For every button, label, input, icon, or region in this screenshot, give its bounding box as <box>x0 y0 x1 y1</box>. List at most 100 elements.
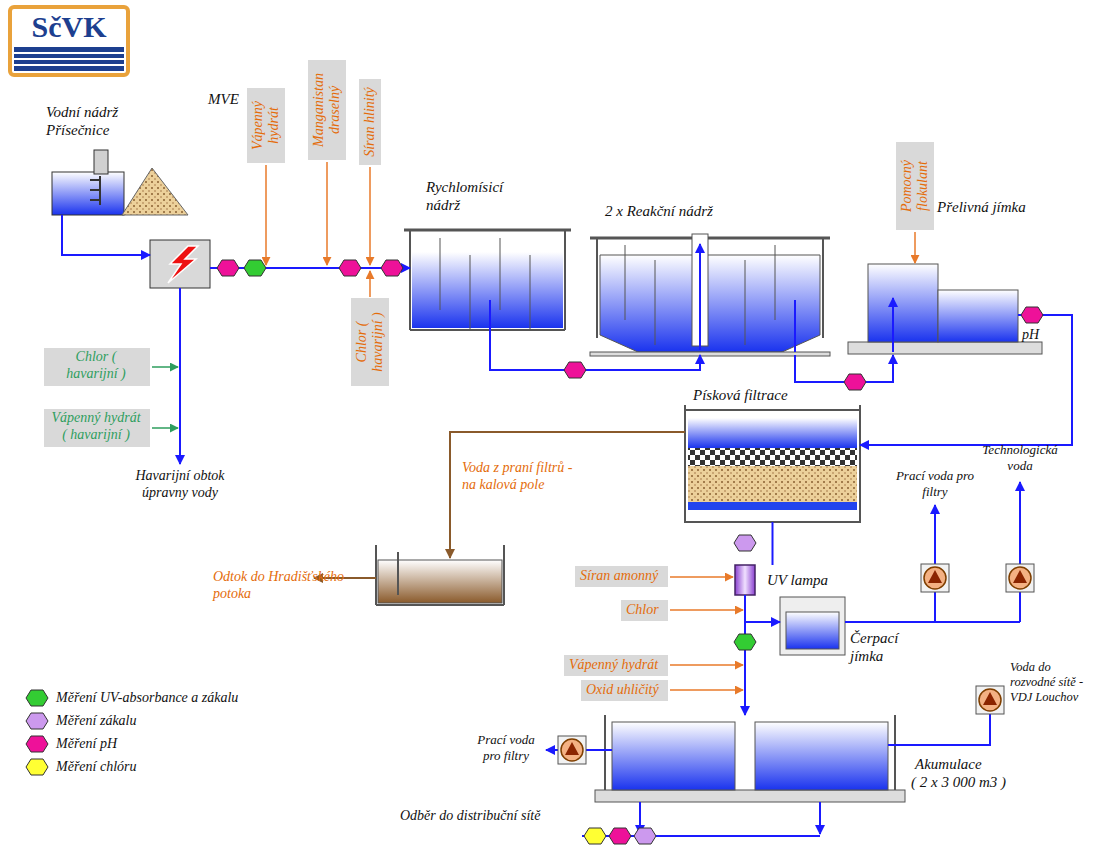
overflow-tank <box>848 264 1045 354</box>
chemical-label: Manganistan draselný <box>311 60 343 160</box>
uv-lamp <box>735 565 755 595</box>
ph-sensor <box>844 374 866 390</box>
tank-heading: Čerpací jímka <box>850 629 920 665</box>
legend-swatch-box <box>24 758 50 776</box>
legend-row: Měření pH <box>24 732 238 755</box>
logo-graphic <box>10 7 128 75</box>
process-tank: MVE <box>150 240 210 288</box>
reservoir-drawing <box>52 150 188 215</box>
ph-sensor <box>217 260 239 276</box>
company-logo: SčVK <box>8 5 130 77</box>
chemical-dosing-box: Vápenný hydrát <box>564 655 668 676</box>
chemical-dosing-box: Síran amonný <box>575 566 668 587</box>
process-tank: UV lampa <box>735 565 755 595</box>
pump-symbol <box>921 564 949 592</box>
chemical-dosing-box: Chlor ( havarijní ) <box>44 348 150 386</box>
legend-swatch-box <box>24 689 50 707</box>
turbidity-sensor <box>734 535 756 551</box>
pipe-connector <box>860 315 1072 445</box>
sludge-tank <box>376 545 504 605</box>
legend-swatch-box <box>24 735 50 753</box>
chemical-label: Pomocný flokulant <box>899 142 931 230</box>
ph-sensor <box>381 260 403 276</box>
flow-note: Prací voda pro filtry <box>890 468 980 499</box>
uv-turbidity-sensor <box>244 260 266 276</box>
flow-note: pH <box>1022 327 1052 344</box>
tank-heading: UV lampa <box>767 571 847 589</box>
flow-note: Odběr do distribuční sítě <box>400 808 590 825</box>
legend-text: Měření zákalu <box>56 713 136 729</box>
pipe-connector <box>745 595 780 622</box>
legend-swatch <box>26 713 48 729</box>
flow-note: Odtok do Hradišťského potoka <box>213 569 363 603</box>
chemical-dosing-box: Vápenný hydrát <box>247 88 285 163</box>
chemical-label: Vápenný hydrát ( havarijní ) <box>44 409 148 445</box>
sand-filter <box>685 405 860 522</box>
pipe-connector <box>795 355 893 382</box>
chemical-dosing-box: Chlor ( havarijní ) <box>351 298 389 386</box>
hydro-power-plant <box>150 240 210 288</box>
chemical-dosing-box: Pomocný flokulant <box>896 142 934 230</box>
legend-swatch <box>26 690 48 706</box>
chemical-label: Oxid uhličitý <box>581 681 664 700</box>
chemical-dosing-box: Síran hlinitý <box>359 79 381 165</box>
chemical-label: Vápenný hydrát <box>250 88 282 163</box>
flow-note: Prací voda pro filtry <box>468 732 544 763</box>
tank-heading: 2 x Reakční nádrž <box>605 202 805 220</box>
process-tank: Čerpací jímka <box>780 597 845 655</box>
rapid-mix-tank <box>404 230 571 330</box>
legend-row: Měření zákalu <box>24 709 238 732</box>
ph-sensor <box>564 362 586 378</box>
legend-swatch <box>26 736 48 752</box>
flow-note: Voda z praní filtrů - na kalová pole <box>462 460 584 494</box>
legend-text: Měření UV-absorbance a zákalu <box>56 690 238 706</box>
legend-row: Měření UV-absorbance a zákalu <box>24 686 238 709</box>
flow-note: Technologická voda <box>975 442 1065 473</box>
process-tank: Vodní nádrž Přísečnice <box>50 165 185 215</box>
tank-heading: Přelivná jímka <box>937 198 1047 216</box>
legend-text: Měření pH <box>56 736 117 752</box>
pipe-connector <box>62 215 150 255</box>
legend-swatch <box>26 759 48 775</box>
process-tank: Rychlomísicí nádrž <box>410 230 565 330</box>
chemical-label: Chlor <box>621 601 664 620</box>
pipe-connector <box>490 330 700 370</box>
ph-sensor <box>339 260 361 276</box>
dosing-arrows <box>152 162 915 690</box>
chemical-label: Vápenný hydrát <box>564 656 663 675</box>
chemical-dosing-box: Oxid uhličitý <box>581 680 668 701</box>
service-pipes <box>180 288 1020 836</box>
logo-text: SčVK <box>12 9 126 45</box>
ph-sensor <box>1021 307 1043 323</box>
chemical-label: Chlor ( havarijní ) <box>354 298 386 386</box>
pump-sump <box>780 597 845 655</box>
chemical-dosing-box: Vápenný hydrát ( havarijní ) <box>44 409 150 447</box>
process-tank: Písková filtrace <box>685 410 860 522</box>
tank-heading: Písková filtrace <box>693 386 853 404</box>
chemical-label: Síran hlinitý <box>362 79 378 165</box>
ph-sensor <box>609 828 631 844</box>
process-tank: Přelivná jímka <box>845 260 1045 355</box>
tank-heading: Rychlomísicí nádrž <box>426 178 526 214</box>
flow-note: Havarijní obtok úpravny vody <box>115 468 245 502</box>
tank-heading: MVE <box>208 90 248 108</box>
chemical-label: Chlor ( havarijní ) <box>44 348 148 384</box>
flow-note: Voda do rozvodné sítě - VDJ Louchov <box>1010 660 1094 705</box>
legend-swatch-box <box>24 712 50 730</box>
legend-row: Měření chlóru <box>24 755 238 778</box>
chemical-label: Síran amonný <box>575 567 663 586</box>
tank-heading: Vodní nádrž Přísečnice <box>46 103 146 139</box>
legend-text: Měření chlóru <box>56 759 136 775</box>
chemical-dosing-box: Manganistan draselný <box>308 60 346 160</box>
pipe-connector <box>210 267 410 269</box>
tank-heading: Akumulace <box>915 755 1015 773</box>
tank-heading: ( 2 x 3 000 m3 ) <box>911 773 1031 791</box>
process-tank: 2 x Reakční nádrž <box>595 238 825 355</box>
chlorine-sensor <box>584 828 606 844</box>
turbidity-sensor <box>634 828 656 844</box>
legend: Měření UV-absorbance a zákaluMěření záka… <box>24 686 238 778</box>
pump-symbol <box>1006 564 1034 592</box>
